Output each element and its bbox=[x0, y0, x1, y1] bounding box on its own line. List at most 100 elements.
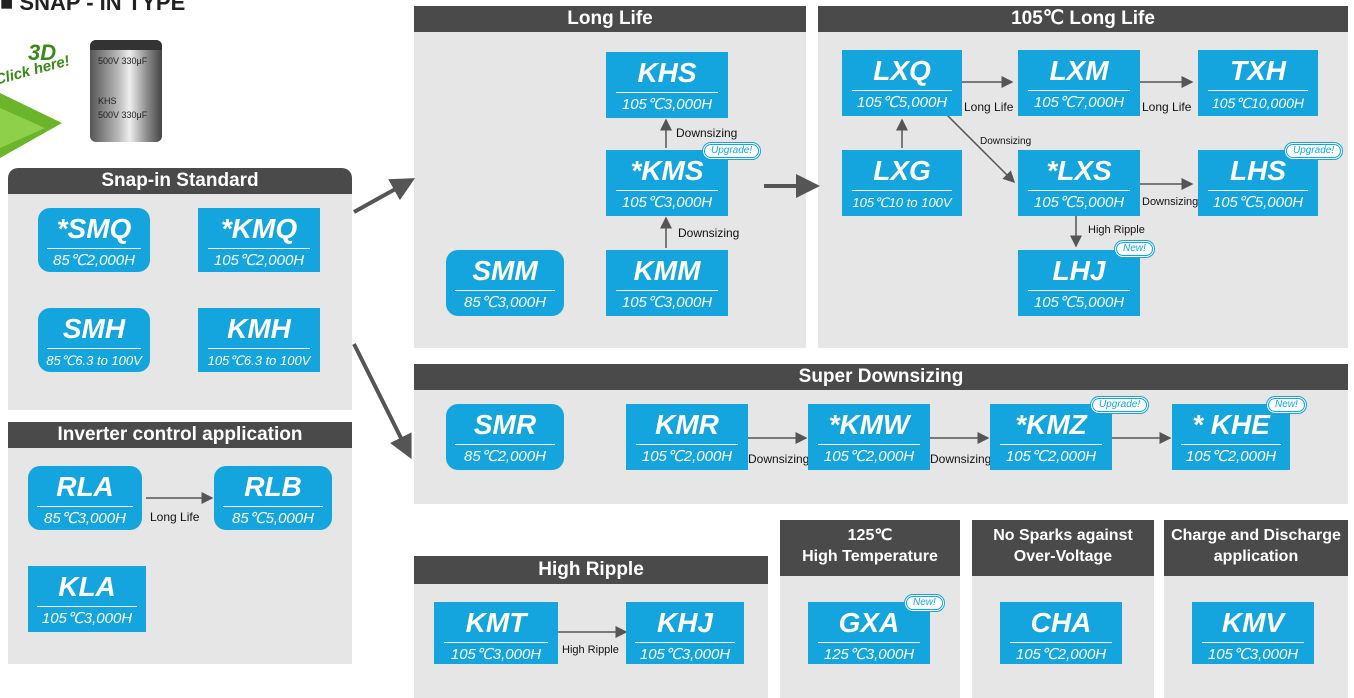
series-box-smm[interactable]: SMM 85℃3,000H bbox=[446, 250, 564, 316]
upgrade-badge: Upgrade! bbox=[1092, 398, 1148, 412]
label-downsizing: Downsizing bbox=[1142, 196, 1199, 208]
3d-label: 3D bbox=[28, 40, 57, 65]
divider bbox=[223, 506, 323, 507]
series-spec: 105℃3,000H bbox=[621, 294, 713, 311]
series-box-rla[interactable]: RLA 85℃3,000H bbox=[28, 466, 142, 530]
series-spec: 105℃2,000H bbox=[213, 252, 305, 269]
series-box-kmt[interactable]: KMT 105℃3,000H bbox=[434, 602, 558, 664]
series-spec: 85℃2,000H bbox=[464, 448, 546, 465]
series-box-lxm[interactable]: LXM 105℃7,000H bbox=[1018, 50, 1140, 116]
super-downsizing-header: Super Downsizing bbox=[414, 364, 1348, 390]
series-box-kla[interactable]: KLA 105℃3,000H bbox=[28, 566, 146, 632]
series-box-smh[interactable]: SMH 85℃6.3 to 100V bbox=[38, 308, 150, 372]
label-downsizing: Downsizing bbox=[678, 226, 740, 240]
high-ripple-header: High Ripple bbox=[414, 556, 768, 584]
series-spec: 105℃3,000H bbox=[450, 646, 542, 663]
snap-standard-header: Snap-in Standard bbox=[8, 168, 352, 194]
divider bbox=[1181, 444, 1281, 445]
series-name: KHJ bbox=[656, 607, 713, 638]
series-name: LHJ bbox=[1052, 255, 1106, 286]
series-box-kmr[interactable]: KMR 105℃2,000H bbox=[626, 404, 748, 470]
series-name: KMT bbox=[465, 607, 527, 638]
series-spec: 105℃2,000H bbox=[641, 448, 733, 465]
series-spec: 105℃10,000H bbox=[1211, 95, 1304, 111]
label-downsizing: Downsizing bbox=[930, 452, 992, 466]
label-long-life: Long Life bbox=[964, 100, 1014, 114]
series-name: LXQ bbox=[873, 55, 931, 86]
divider bbox=[635, 444, 739, 445]
series-box-kmm[interactable]: KMM 105℃3,000H bbox=[606, 250, 728, 316]
divider bbox=[443, 642, 549, 643]
series-box-kmz[interactable]: *KMZ 105℃2,000H bbox=[990, 404, 1112, 470]
label-high-ripple: High Ripple bbox=[562, 644, 619, 656]
series-name: RLB bbox=[244, 471, 302, 502]
divider bbox=[46, 248, 142, 249]
divider bbox=[851, 190, 953, 191]
big-arrow-to-long-life bbox=[353, 178, 415, 214]
series-spec: 85℃6.3 to 100V bbox=[46, 353, 142, 368]
series-name: *SMQ bbox=[56, 213, 132, 244]
series-spec: 105℃3,000H bbox=[1207, 646, 1299, 663]
series-box-lxg[interactable]: LXG 105℃10 to 100V bbox=[842, 150, 962, 216]
series-box-kms[interactable]: *KMS 105℃3,000H bbox=[606, 150, 728, 216]
page-title: ■ SNAP - IN TYPE bbox=[0, 0, 186, 15]
series-box-kmv[interactable]: KMV 105℃3,000H bbox=[1192, 602, 1314, 664]
series-name: * KHE bbox=[1192, 409, 1270, 440]
series-box-khj[interactable]: KHJ 105℃3,000H bbox=[626, 602, 744, 664]
divider bbox=[37, 506, 133, 507]
new-badge: New! bbox=[1116, 242, 1153, 256]
divider bbox=[207, 248, 311, 249]
series-box-txh[interactable]: TXH 105℃10,000H bbox=[1198, 50, 1318, 116]
series-name: TXH bbox=[1230, 55, 1286, 86]
label-downsizing: Downsizing bbox=[980, 136, 1032, 147]
series-box-lhs[interactable]: LHS 105℃5,000H bbox=[1198, 150, 1318, 216]
series-name: KMV bbox=[1221, 607, 1285, 638]
series-name: KLA bbox=[58, 571, 116, 602]
big-arrow-to-super bbox=[352, 343, 412, 460]
inverter-header: Inverter control application bbox=[8, 422, 352, 448]
series-box-lhj[interactable]: LHJ 105℃5,000H bbox=[1018, 250, 1140, 316]
series-box-smr[interactable]: SMR 85℃2,000H bbox=[446, 404, 564, 470]
series-box-rlb[interactable]: RLB 85℃5,000H bbox=[214, 466, 332, 530]
series-spec: 105℃2,000H bbox=[1015, 646, 1107, 663]
divider bbox=[999, 444, 1103, 445]
sparks-header-line1: No Sparks against bbox=[993, 527, 1133, 544]
series-box-kmq[interactable]: *KMQ 105℃2,000H bbox=[198, 208, 320, 272]
series-spec: 85℃3,000H bbox=[464, 294, 546, 311]
series-name: SMM bbox=[472, 255, 538, 286]
divider bbox=[1201, 642, 1305, 643]
divider bbox=[615, 290, 719, 291]
series-name: *KMZ bbox=[1015, 409, 1087, 440]
ht125-header-line1: 125℃ bbox=[847, 527, 893, 544]
series-box-khe[interactable]: * KHE 105℃2,000H bbox=[1172, 404, 1290, 470]
series-spec: 85℃3,000H bbox=[44, 510, 126, 527]
series-name: LXG bbox=[873, 155, 931, 186]
capacitor-photo: 500V 330μF KHS 500V 330μF bbox=[90, 40, 162, 142]
new-badge: New! bbox=[1268, 398, 1305, 412]
divider bbox=[817, 444, 921, 445]
series-box-lxs[interactable]: *LXS 105℃5,000H bbox=[1018, 150, 1140, 216]
3d-click-badge[interactable]: 3D Click here! bbox=[0, 38, 80, 158]
label-long-life: Long Life bbox=[1142, 100, 1192, 114]
upgrade-badge: Upgrade! bbox=[704, 144, 760, 158]
series-name: KMH bbox=[227, 313, 291, 344]
series-name: RLA bbox=[56, 471, 114, 502]
series-box-kmh[interactable]: KMH 105℃6.3 to 100V bbox=[198, 308, 320, 372]
series-box-smq[interactable]: *SMQ 85℃2,000H bbox=[38, 208, 150, 272]
series-box-gxa[interactable]: GXA 125℃3,000H bbox=[808, 602, 930, 664]
series-box-kmw[interactable]: *KMW 105℃2,000H bbox=[808, 404, 930, 470]
divider bbox=[1027, 90, 1131, 91]
divider bbox=[615, 92, 719, 93]
label-high-ripple: High Ripple bbox=[1088, 224, 1145, 236]
series-box-khs[interactable]: KHS 105℃3,000H bbox=[606, 52, 728, 118]
series-box-cha[interactable]: CHA 105℃2,000H bbox=[1000, 602, 1122, 664]
series-spec: 105℃7,000H bbox=[1033, 94, 1125, 111]
ht125-header: 125℃ High Temperature bbox=[780, 520, 960, 576]
series-box-lxq[interactable]: LXQ 105℃5,000H bbox=[842, 50, 962, 116]
series-spec: 105℃2,000H bbox=[1185, 448, 1277, 465]
series-spec: 85℃5,000H bbox=[232, 510, 314, 527]
divider bbox=[1009, 642, 1113, 643]
series-spec: 105℃3,000H bbox=[639, 646, 731, 663]
series-spec: 105℃6.3 to 100V bbox=[207, 353, 311, 368]
